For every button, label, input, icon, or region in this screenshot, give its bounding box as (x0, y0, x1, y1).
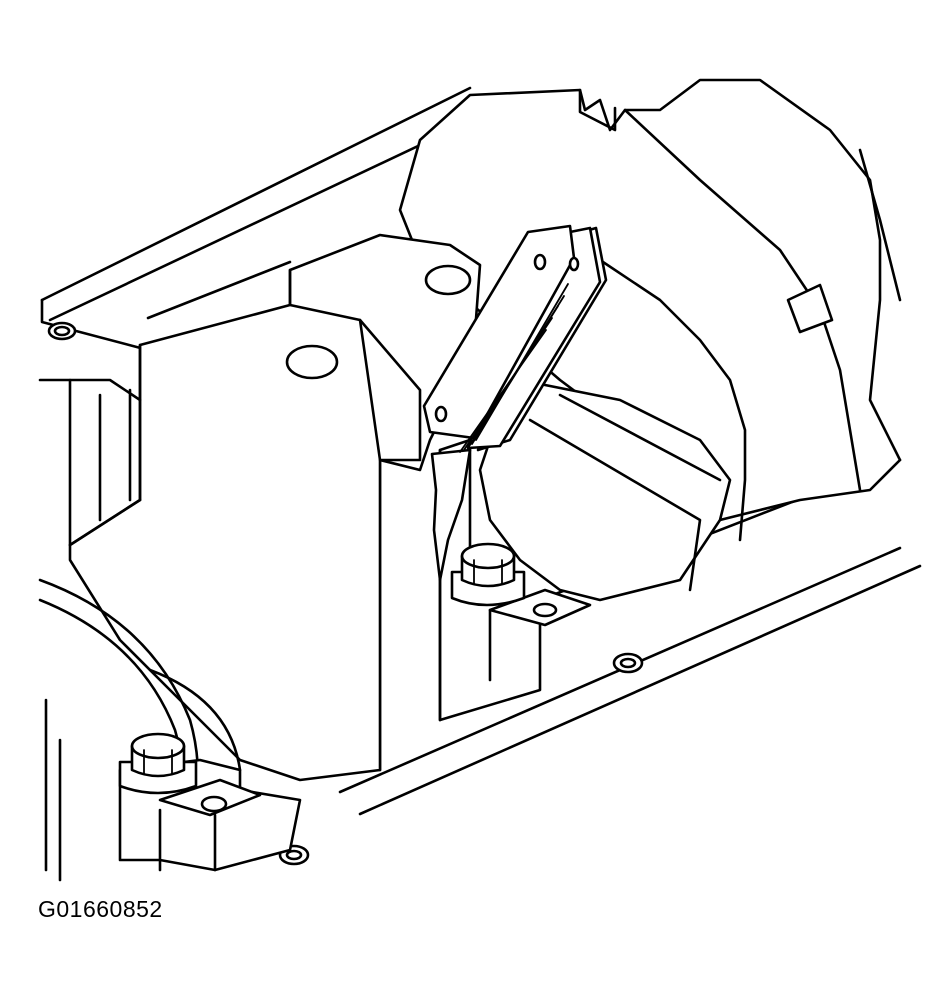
figure-code-label: G01660852 (38, 896, 163, 922)
crankshaft-journal-throw (478, 258, 747, 602)
engine-block-top-rail (40, 86, 492, 352)
oil-hole-center (424, 264, 472, 296)
bolt-hole-left (47, 321, 77, 341)
connecting-rod-cap-left (38, 303, 422, 782)
bearing-pad-right (488, 588, 592, 627)
main-bearing-bolt-left (118, 732, 198, 795)
oil-hole-left (285, 344, 339, 380)
main-bearing-bolt-center (450, 542, 526, 607)
bolt-hole-right (612, 652, 644, 674)
feeler-gauge-set (422, 224, 608, 582)
